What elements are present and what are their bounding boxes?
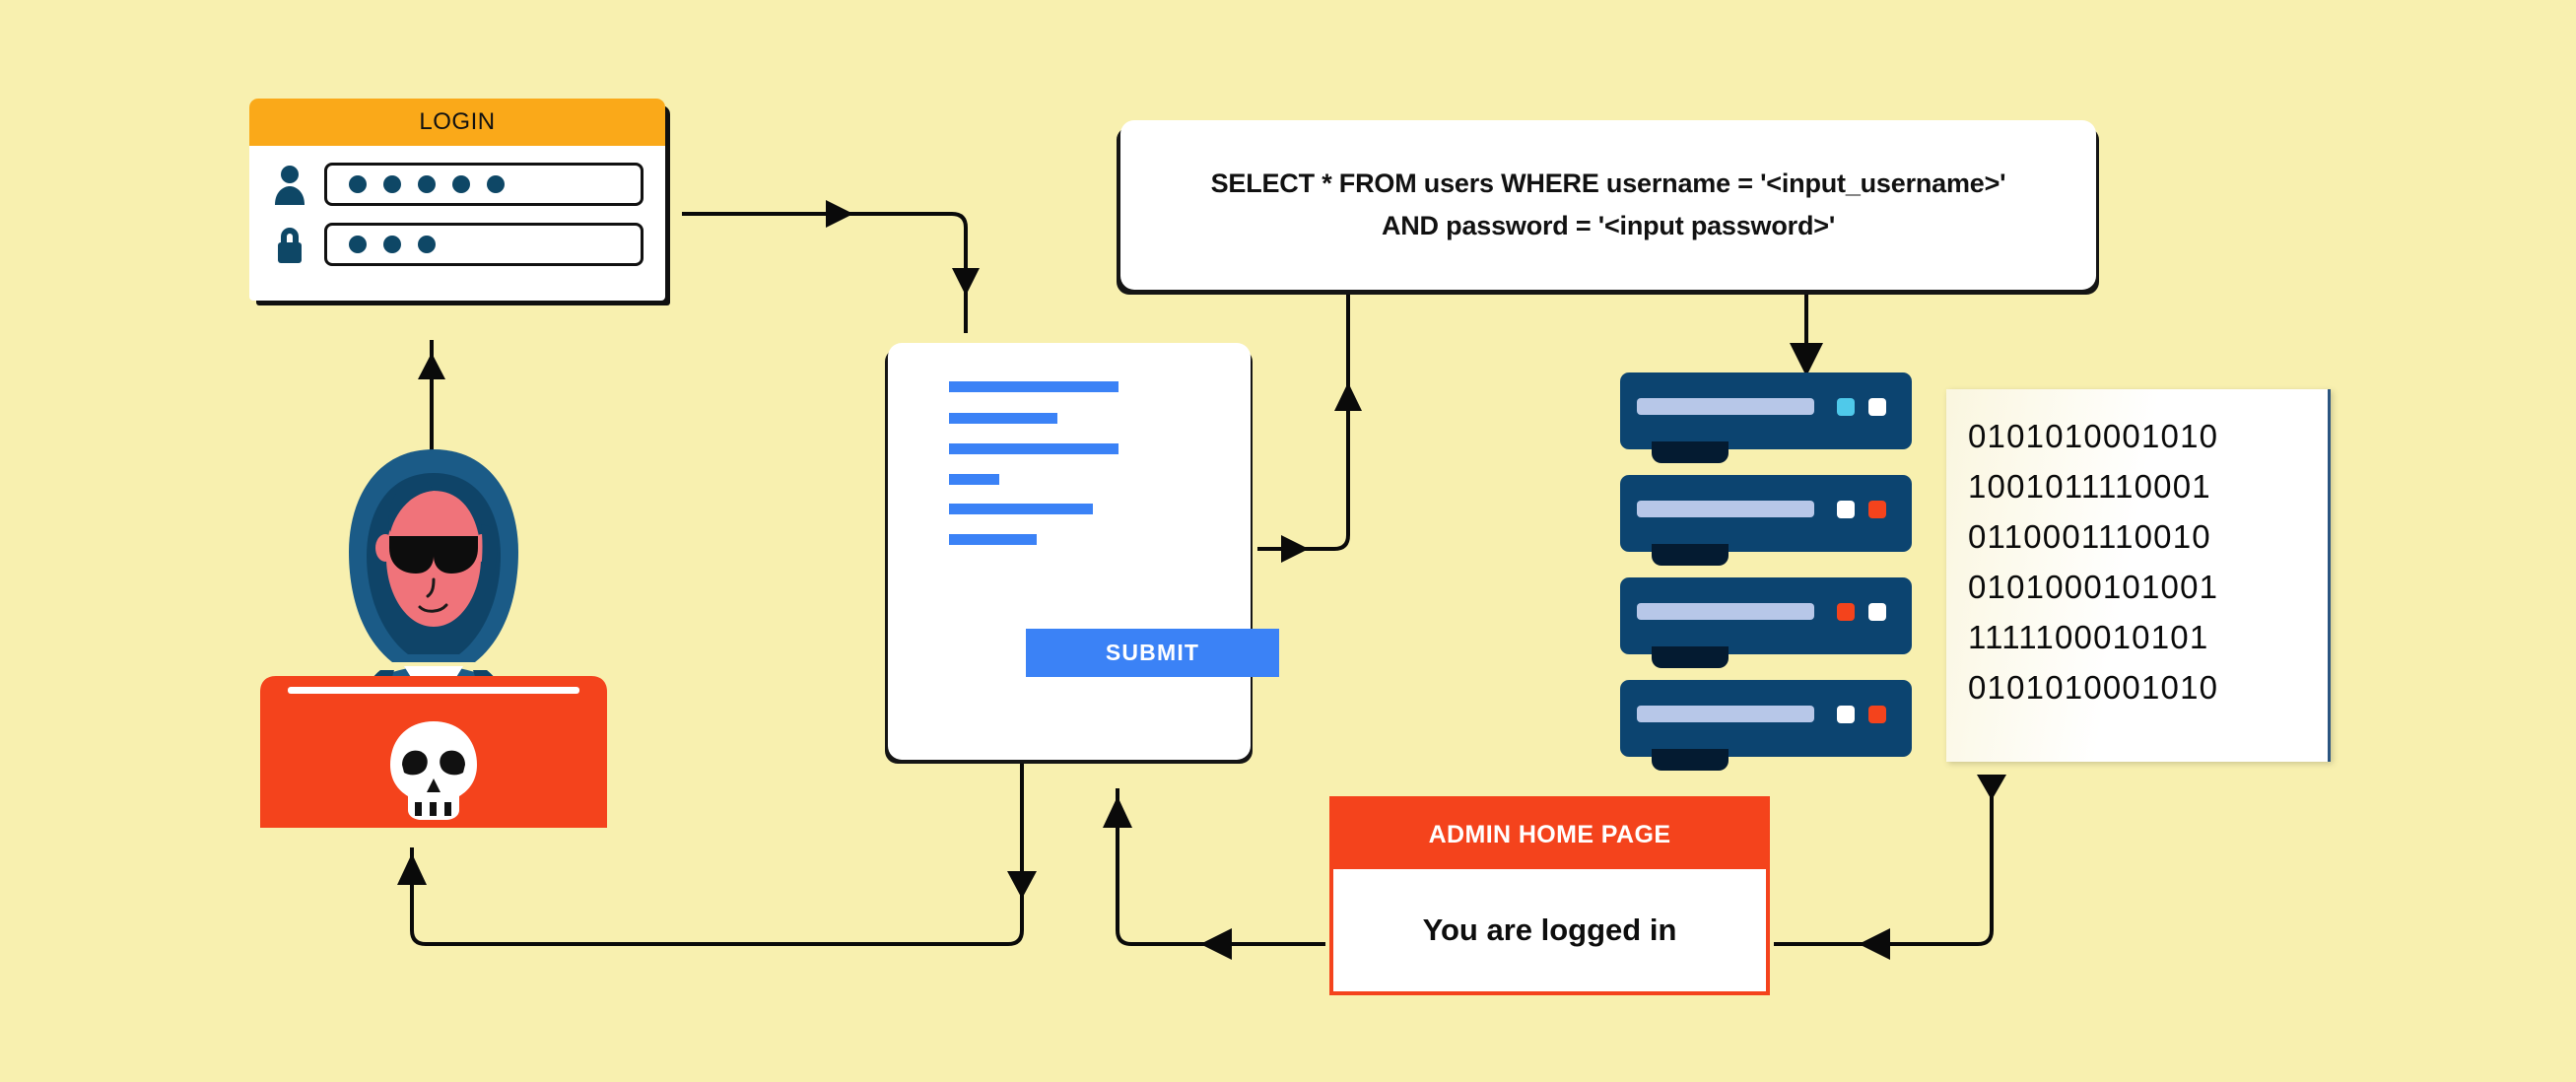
login-password-row — [249, 223, 665, 266]
form-placeholder-line — [949, 413, 1057, 424]
binary-row: 1111100010101 — [1968, 619, 2209, 655]
binary-rows: 0101010001010 1001011110001 011000111001… — [1946, 389, 2328, 712]
sql-query-line-1: SELECT * FROM users WHERE username = '<i… — [1210, 169, 2006, 198]
password-dot — [487, 175, 505, 193]
password-dot — [418, 175, 436, 193]
form-placeholder-line — [949, 474, 999, 485]
password-dot — [349, 236, 367, 253]
arrow-admin-to-form — [1103, 788, 1325, 960]
password-dot — [383, 175, 401, 193]
server-led — [1868, 706, 1886, 723]
password-dot — [452, 175, 470, 193]
server-led — [1868, 398, 1886, 416]
server-unit — [1620, 372, 1912, 463]
server-foot — [1652, 544, 1729, 566]
server-unit — [1620, 475, 1912, 566]
server-led — [1837, 501, 1855, 518]
form-placeholder-line — [949, 381, 1119, 392]
server-status-bar — [1637, 603, 1814, 620]
password-dot — [418, 236, 436, 253]
server-led — [1868, 603, 1886, 621]
password-input[interactable] — [324, 223, 644, 266]
server-unit — [1620, 680, 1912, 771]
password-dot — [349, 175, 367, 193]
web-form-card: SUBMIT — [888, 343, 1279, 760]
binary-data-paper: 0101010001010 1001011110001 011000111001… — [1946, 389, 2331, 762]
arrow-login-to-form — [682, 200, 980, 333]
binary-row: 0110001110010 — [1968, 518, 2211, 555]
skull-icon — [390, 721, 477, 820]
server-foot — [1652, 646, 1729, 668]
admin-card-header: ADMIN HOME PAGE — [1333, 800, 1766, 869]
hacker-illustration — [260, 449, 607, 828]
arrow-sql-to-server — [1790, 292, 1823, 376]
submit-button[interactable]: SUBMIT — [1026, 629, 1279, 677]
server-led — [1837, 603, 1855, 621]
server-led — [1868, 501, 1886, 518]
admin-page-title: ADMIN HOME PAGE — [1428, 820, 1671, 848]
username-input[interactable] — [324, 163, 644, 206]
server-unit — [1620, 577, 1912, 668]
database-server-stack — [1620, 372, 1914, 777]
server-foot — [1652, 441, 1729, 463]
password-dot — [383, 236, 401, 253]
arrow-form-to-sql — [1257, 291, 1362, 563]
binary-row: 0101000101001 — [1968, 569, 2219, 605]
binary-row: 0101010001010 — [1968, 418, 2219, 454]
server-status-bar — [1637, 706, 1814, 722]
server-foot — [1652, 749, 1729, 771]
sql-query-line-2: AND password = '<input password>' — [1381, 211, 1836, 240]
arrow-server-to-admin — [1774, 775, 2006, 960]
logged-in-message: You are logged in — [1422, 913, 1677, 947]
login-title: LOGIN — [419, 108, 496, 135]
form-placeholder-line — [949, 504, 1093, 514]
form-placeholder-line — [949, 443, 1119, 454]
form-placeholder-line — [949, 534, 1037, 545]
sql-query-box: SELECT * FROM users WHERE username = '<i… — [1120, 120, 2096, 290]
server-status-bar — [1637, 501, 1814, 517]
server-status-bar — [1637, 398, 1814, 415]
server-led — [1837, 706, 1855, 723]
binary-row: 0101010001010 — [1968, 669, 2219, 706]
login-card-header: LOGIN — [249, 99, 665, 146]
submit-button-label: SUBMIT — [1105, 640, 1200, 665]
user-icon — [275, 166, 305, 205]
lock-icon — [278, 228, 302, 263]
admin-card-body: You are logged in — [1333, 869, 1766, 991]
login-card: LOGIN — [249, 99, 665, 301]
binary-row: 1001011110001 — [1968, 468, 2211, 505]
login-username-row — [249, 163, 665, 206]
admin-home-page-card: ADMIN HOME PAGE You are logged in — [1329, 796, 1770, 995]
server-led — [1837, 398, 1855, 416]
